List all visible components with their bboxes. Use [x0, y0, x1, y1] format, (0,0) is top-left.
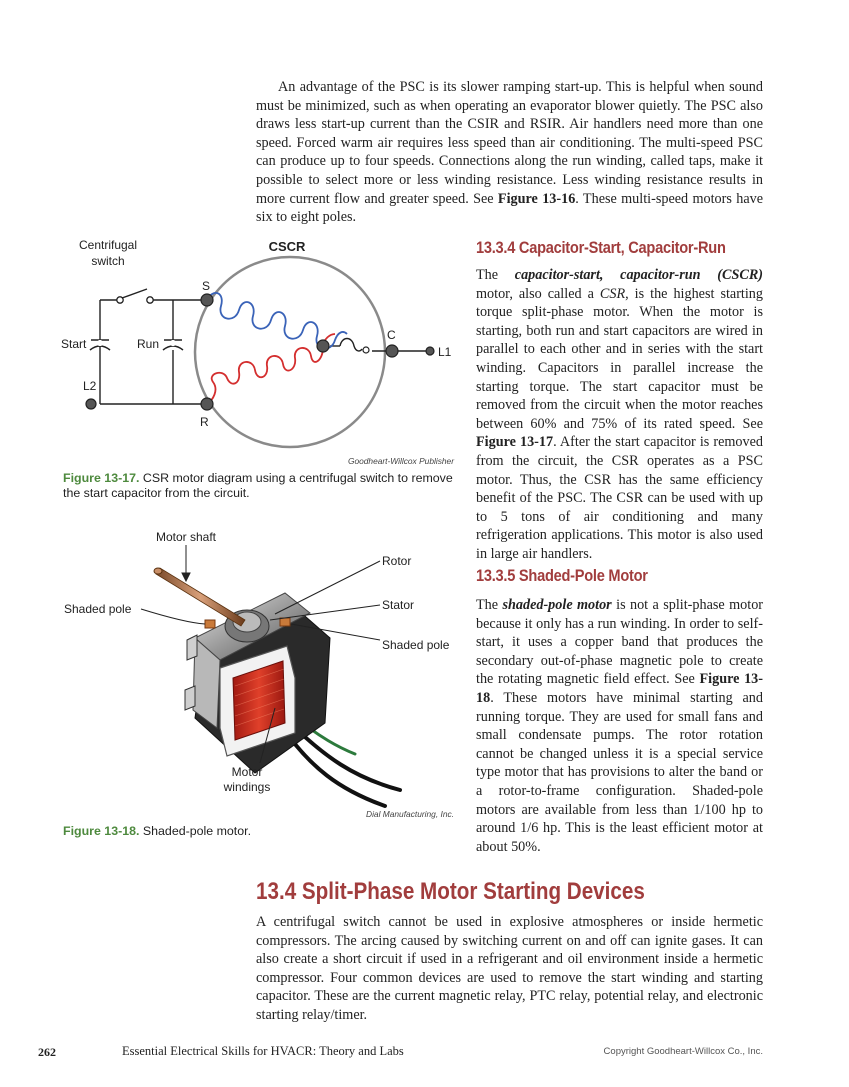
motor-housing [193, 255, 387, 449]
s-terminal [200, 293, 214, 307]
copyright-notice: Copyright Goodheart-Willcox Co., Inc. [603, 1046, 763, 1057]
run-label: Run [137, 337, 159, 351]
term-shaded-pole: shaded-pole motor [502, 597, 612, 613]
l2-label: L2 [83, 379, 97, 393]
shaded-pole-left-label: Shaded pole [64, 602, 132, 616]
l2-terminal [85, 398, 97, 410]
motor-windings-label: Motor [232, 765, 263, 779]
s-label: S [202, 279, 210, 293]
page-number: 262 [38, 1045, 56, 1059]
circuit-wires [99, 299, 430, 405]
term-cscr: capacitor-start, capacitor-run (CSCR) [514, 267, 764, 283]
section-heading-13-4: 13.4 Split-Phase Motor Starting Devices [256, 878, 645, 905]
figure-18-caption: Figure 13-18. Shaded-pole motor. [63, 824, 252, 838]
motor-shaft-label: Motor shaft [156, 530, 217, 544]
start-capacitor [89, 339, 111, 351]
c-terminal [385, 344, 399, 358]
centrifugal-switch [116, 288, 154, 304]
l1-terminal [425, 346, 435, 356]
figure-reference[interactable]: Figure 13-16 [497, 190, 576, 207]
shaded-pole-right-label: Shaded pole [382, 638, 450, 652]
rotor-label: Rotor [382, 554, 411, 568]
figure-reference[interactable]: Figure 13-18 [476, 671, 764, 706]
r-terminal [200, 397, 214, 411]
run-winding [206, 333, 336, 405]
centrifugal-switch-label-2: switch [91, 254, 124, 268]
common-junction [316, 339, 330, 353]
section-13-3-4-text: The capacitor-start, capacitor-run (CSCR… [476, 267, 764, 562]
shaded-pole-band-right [279, 617, 291, 627]
section-13-4-text: A centrifugal switch cannot be used in e… [256, 914, 763, 1023]
centrifugal-switch-label: Centrifugal [79, 238, 137, 252]
book-title: Essential Electrical Skills for HVACR: T… [122, 1044, 404, 1058]
figure-reference[interactable]: Figure 13-17 [476, 434, 554, 451]
l1-label: L1 [438, 345, 452, 359]
overload-symbol [339, 337, 363, 352]
figure-17-caption: Figure 13-17. CSR motor diagram using a … [63, 471, 453, 500]
figure-18-credit: Dial Manufacturing, Inc. [366, 809, 454, 819]
figure-17-credit: Goodheart-Willcox Publisher [347, 456, 454, 466]
section-heading-13-3-4: 13.3.4 Capacitor-Start, Capacitor-Run [476, 238, 726, 257]
run-capacitor [162, 339, 184, 351]
cscr-motor-diagram: Centrifugal switch CSCR Start Run L2 [61, 238, 452, 449]
diagram-title: CSCR [269, 239, 306, 254]
intro-paragraph: An advantage of the PSC is its slower ra… [256, 79, 764, 226]
start-label: Start [61, 337, 87, 351]
r-label: R [200, 415, 209, 429]
section-heading-13-3-5: 13.3.5 Shaded-Pole Motor [476, 566, 648, 585]
section-13-3-5-text: The shaded-pole motor is not a split-pha… [476, 597, 764, 855]
c-label: C [387, 328, 396, 342]
motor-windings-label-2: windings [223, 780, 271, 794]
shaded-pole-motor-photo: Motor shaft Rotor Stator Shaded pole Sha… [64, 530, 450, 808]
stator-label: Stator [382, 598, 414, 612]
shaded-pole-band-left [204, 619, 216, 629]
